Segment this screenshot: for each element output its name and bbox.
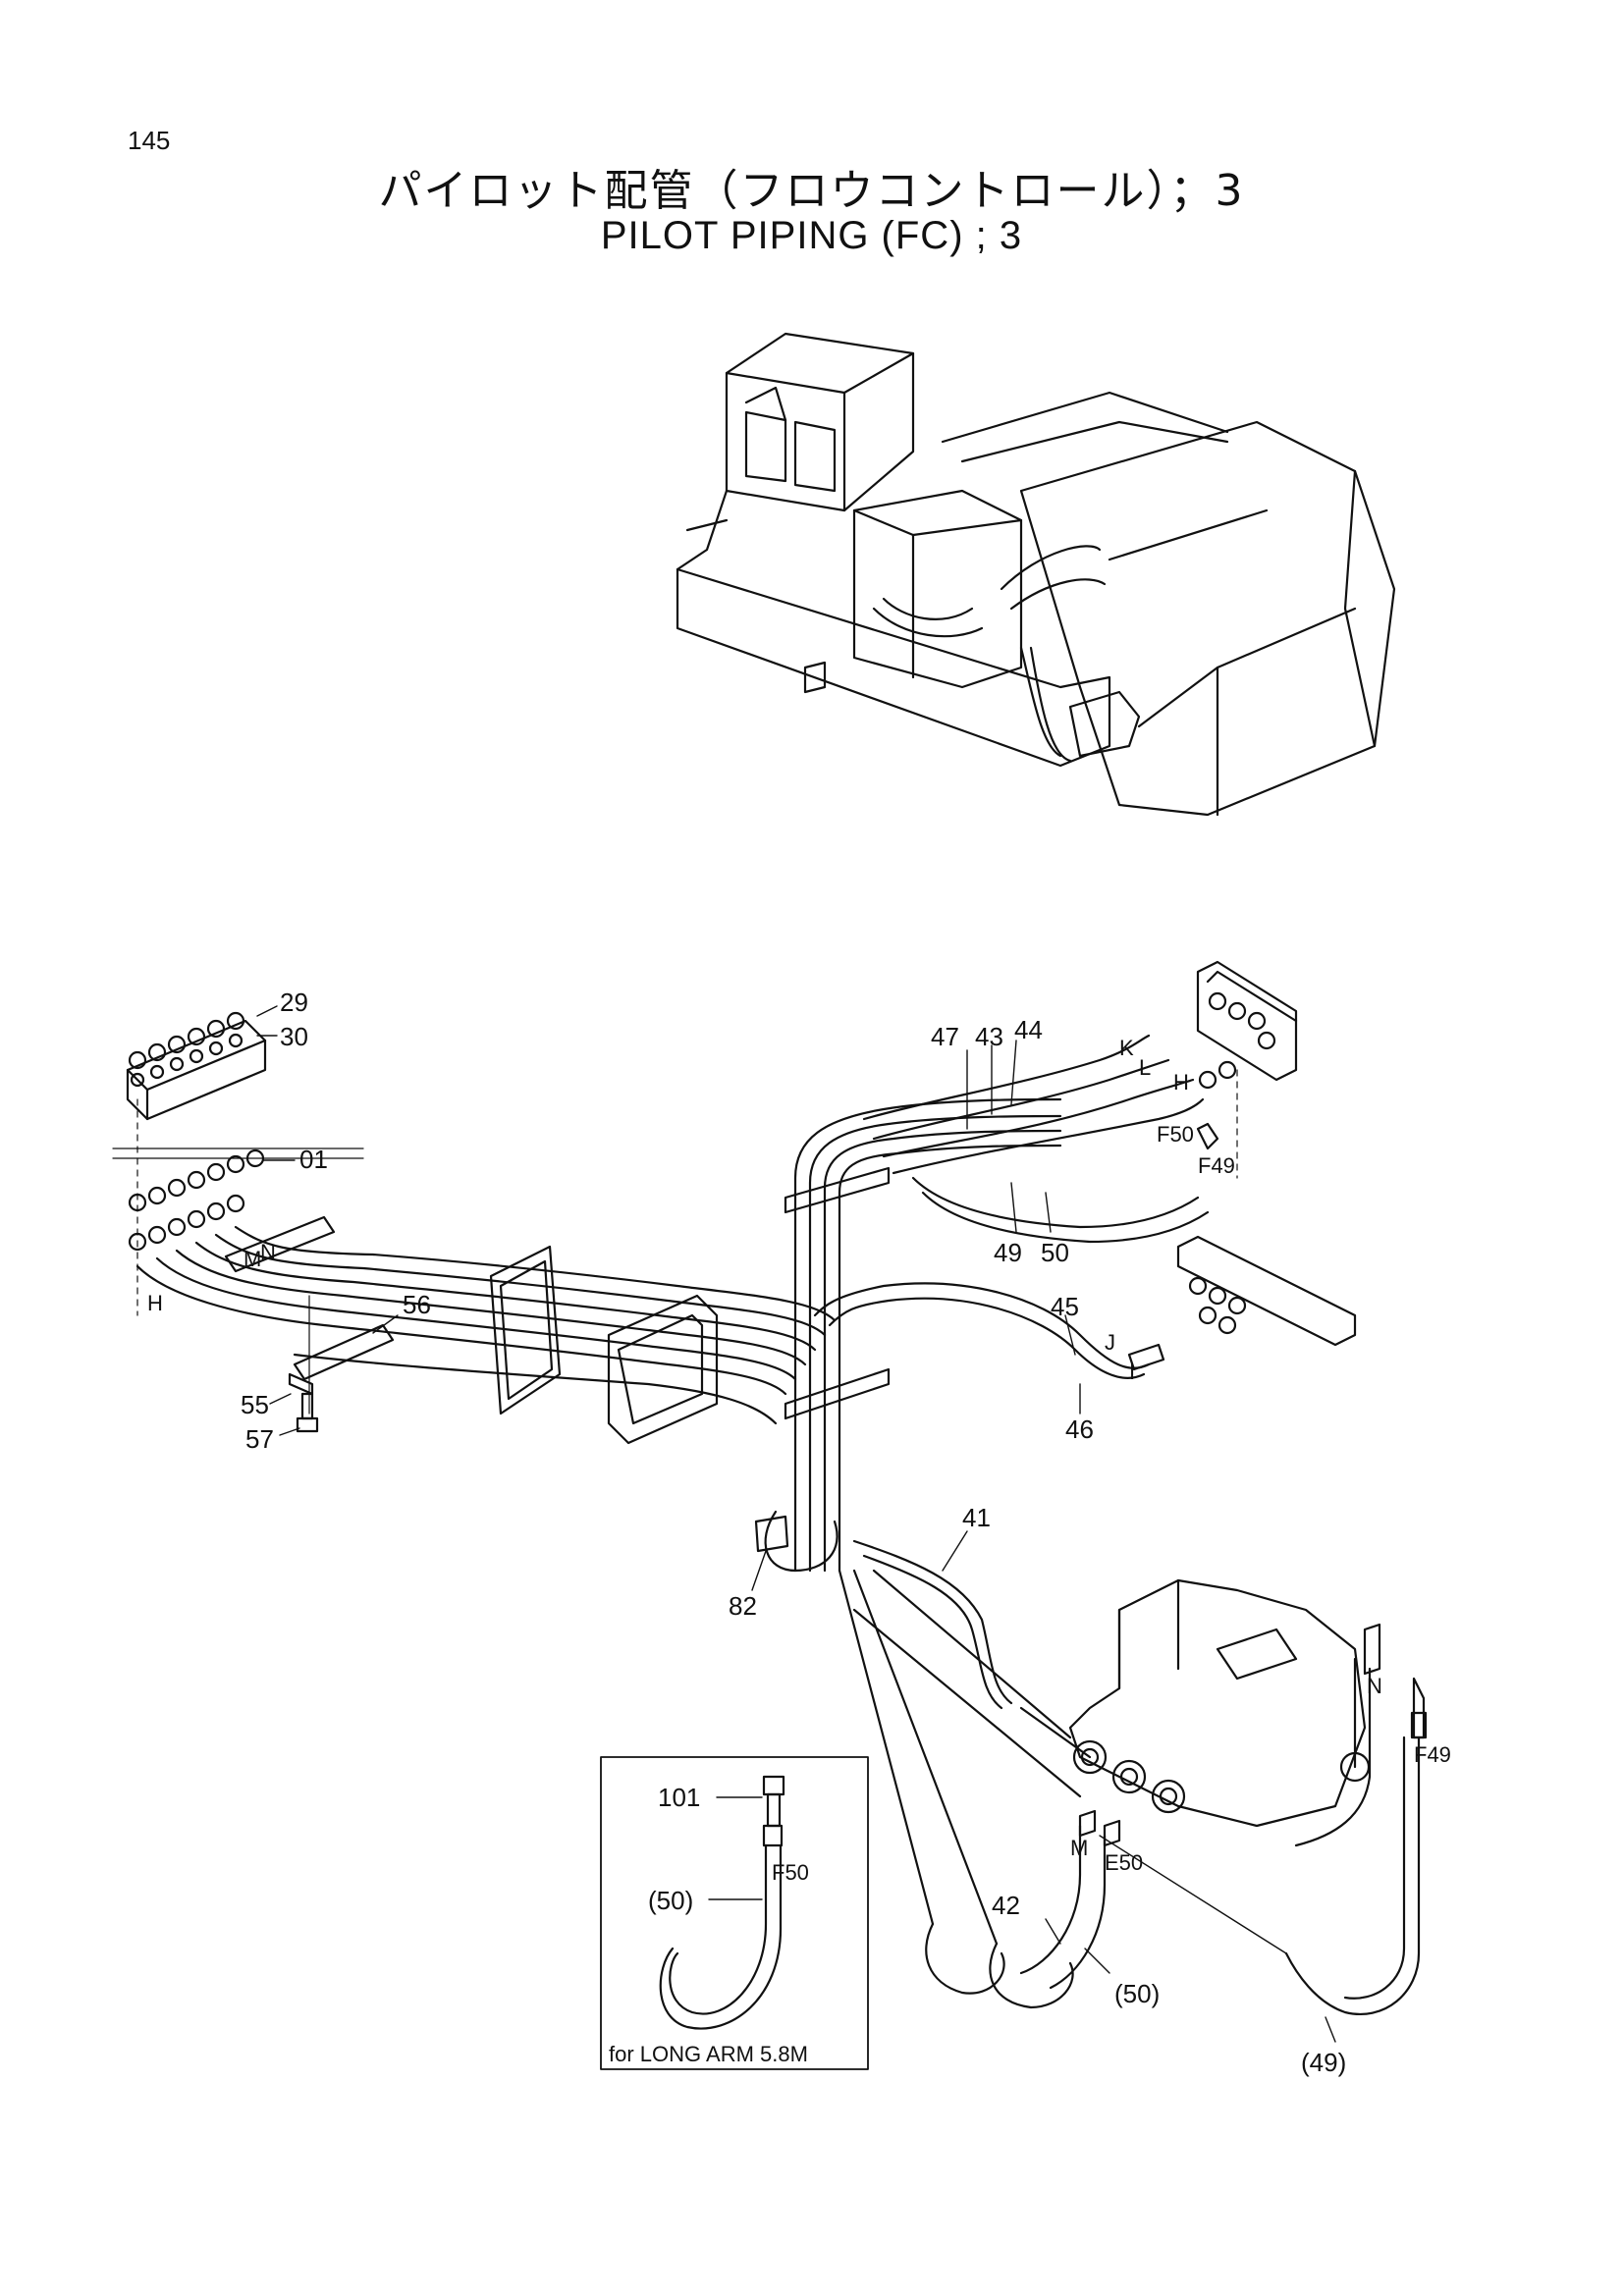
middle-right-port-block	[1127, 1235, 1357, 1371]
callout-01: 01	[299, 1145, 328, 1174]
callout-47: 47	[931, 1022, 959, 1051]
callout-56: 56	[403, 1290, 431, 1319]
bolt-57	[296, 1416, 319, 1433]
callout-49-ref: (49)	[1301, 2048, 1346, 2077]
inset-labels: 101 F50 (50) for LONG ARM 5.8M	[609, 1783, 809, 2066]
fitting-row-01	[128, 1148, 265, 1252]
callout-29: 29	[280, 988, 308, 1017]
callout-50: 50	[1041, 1238, 1069, 1267]
leader-lines	[256, 1005, 1336, 2043]
hoses-down-to-valve	[838, 1569, 1092, 2009]
inset-callout-50-ref: (50)	[648, 1886, 693, 1915]
port-letter-m-manifold: M	[243, 1247, 261, 1271]
port-letter-h: H	[1173, 1070, 1189, 1095]
hose-n-side	[1294, 1667, 1372, 1847]
hose-49-side	[1284, 1735, 1421, 2015]
callout-30: 30	[280, 1022, 308, 1051]
callout-44: 44	[1014, 1015, 1043, 1044]
callout-50-ref: (50)	[1114, 1979, 1160, 2008]
callout-82: 82	[729, 1591, 757, 1621]
hoses-47-43-44	[862, 1034, 1205, 1175]
callout-57: 57	[245, 1424, 274, 1454]
port-letter-f50: F50	[1157, 1122, 1194, 1147]
callout-45: 45	[1051, 1292, 1079, 1321]
port-letter-n: N	[1367, 1674, 1382, 1698]
clamp-82	[754, 1515, 789, 1553]
hoses-49-50	[911, 1176, 1210, 1244]
inset-port-f50: F50	[772, 1860, 809, 1885]
inset-callout-101: 101	[658, 1783, 700, 1812]
callout-49: 49	[994, 1238, 1022, 1267]
page-title-english: PILOT PIPING (FC) ; 3	[600, 214, 1023, 257]
clamp-plate-56	[293, 1323, 395, 1381]
callout-43: 43	[975, 1022, 1003, 1051]
callout-46: 46	[1065, 1415, 1094, 1444]
port-letter-f49-valve: F49	[1414, 1742, 1451, 1767]
hose-41	[852, 1539, 1013, 1705]
callout-42: 42	[992, 1891, 1020, 1920]
port-letter-m: M	[1070, 1836, 1088, 1860]
port-letter-f49: F49	[1198, 1153, 1235, 1178]
nut-row-29-30	[128, 1011, 245, 1088]
pilot-manifold-block	[112, 1019, 364, 1159]
machine-overview-illustration	[676, 332, 1396, 817]
port-letter-i: I	[1129, 1360, 1135, 1384]
hoses-45-46	[813, 1282, 1151, 1379]
page-number: 145	[128, 126, 171, 155]
callout-labels: 29 30 01 56 55 57 82 47 43 44 49 50 45 4…	[241, 988, 1346, 2077]
callout-41: 41	[962, 1503, 991, 1532]
control-valve-body	[1068, 1578, 1371, 1828]
callout-55: 55	[241, 1390, 269, 1419]
long-arm-inset	[600, 1756, 869, 2070]
upper-right-port-block	[1196, 960, 1298, 1179]
clamp-plate-upper	[224, 1215, 336, 1273]
support-bracket-frames	[489, 1245, 719, 1445]
port-letter-e50: E50	[1105, 1850, 1143, 1875]
port-letter-k: K	[1119, 1036, 1134, 1060]
port-letter-labels: K L H F50 F49 J I M E50 N F49 M N H	[147, 1036, 1451, 1875]
inset-caption: for LONG ARM 5.8M	[609, 2042, 808, 2066]
port-letter-h-manifold: H	[147, 1291, 163, 1315]
port-letter-j: J	[1105, 1330, 1115, 1355]
port-letter-n-manifold: N	[260, 1240, 276, 1264]
port-letter-l: L	[1139, 1055, 1151, 1080]
page-title-japanese: パイロット配管（フロウコントロール）；3	[378, 166, 1245, 216]
hose-riser	[764, 1097, 1062, 1573]
